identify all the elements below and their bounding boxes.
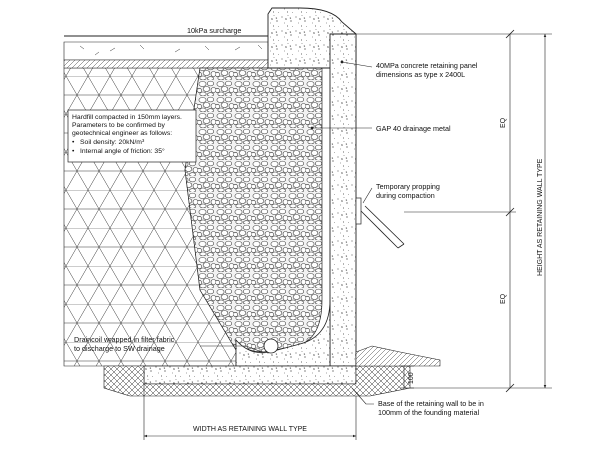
draincoil-label-1: Draincoil wrapped in filter fabric	[74, 335, 175, 344]
base-label-1: Base of the retaining wall to be in	[378, 399, 484, 408]
eq-upper-label: EQ	[500, 117, 507, 128]
panel-leader	[341, 61, 373, 68]
subbase-layer	[63, 59, 269, 69]
surface-layer	[63, 41, 269, 61]
base-leader	[351, 387, 374, 405]
eq-lower-label: EQ	[500, 293, 507, 304]
height-dim-label: HEIGHT AS RETAINING WALL TYPE	[537, 158, 544, 276]
propping-label-2: during compaction	[376, 191, 435, 200]
temporary-prop	[355, 197, 405, 249]
drainage-label: GAP 40 drainage metal	[376, 124, 451, 133]
base-dim-label: 100	[408, 372, 415, 384]
note-line-1: Hardfill compacted in 150mm layers.	[72, 114, 182, 121]
base-slab	[143, 365, 357, 385]
draincoil-pipe	[263, 338, 279, 354]
retaining-panel	[329, 33, 357, 367]
draincoil-label-2: to discharge to SW drainage	[74, 344, 165, 353]
surcharge-label: 10kPa surcharge	[187, 26, 241, 35]
note-bullet-1: Soil density: 20kN/m³	[80, 139, 145, 146]
note-line-3: geotechnical engineer as follows:	[72, 130, 172, 137]
base-label-2: 100mm of the founding material	[378, 408, 479, 417]
surface-texture	[79, 44, 263, 56]
propping-leader	[362, 187, 373, 204]
note-line-2: Parameters to be confirmed by	[72, 122, 166, 129]
panel-label-2: dimensions as type x 2400L	[376, 70, 465, 79]
width-dim-label: WIDTH AS RETAINING WALL TYPE	[193, 426, 307, 433]
note-bullet-dot-1: •	[72, 139, 75, 146]
propping-label-1: Temporary propping	[376, 182, 440, 191]
draincoil-leader	[200, 345, 263, 353]
toe-ground	[355, 345, 441, 367]
note-bullet-2: Internal angle of friction: 35°	[80, 147, 165, 155]
note-bullet-dot-2: •	[72, 148, 75, 155]
hardfill-note-box	[67, 109, 197, 163]
panel-label-1: 40MPa concrete retaining panel	[376, 61, 478, 70]
wall-base	[235, 299, 331, 367]
